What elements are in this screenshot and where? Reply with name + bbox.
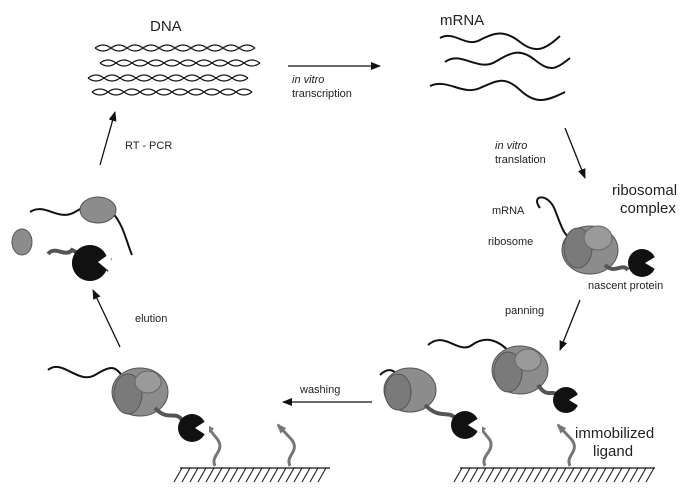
ribosome-subunit-large xyxy=(79,196,117,224)
translation-arrow xyxy=(564,127,586,179)
ligand-4 xyxy=(276,423,296,467)
dna-helix-1b xyxy=(94,44,256,52)
dna-helix-3b xyxy=(87,74,249,82)
label-dna: DNA xyxy=(150,18,182,35)
ligand-3 xyxy=(204,423,222,467)
ribosomal-complex-right xyxy=(536,196,660,277)
ligand-1 xyxy=(476,423,493,467)
label-ribosomal: ribosomal xyxy=(612,182,678,199)
elution-arrow xyxy=(92,289,121,348)
eluted-linker xyxy=(46,247,83,257)
label-washing: washing xyxy=(300,384,341,396)
ribosome-subunit-small xyxy=(11,228,33,256)
binding-group-left xyxy=(47,365,330,483)
complex-linker xyxy=(603,263,630,272)
label-complex: complex xyxy=(620,200,676,217)
binding-group-right xyxy=(379,338,655,483)
label-translation: translation xyxy=(495,154,546,166)
label-mrna-side: mRNA xyxy=(492,205,525,217)
label-transcription: transcription xyxy=(292,88,352,100)
label-in-vitro-1: in vitro xyxy=(292,74,325,86)
dna-strands xyxy=(87,44,261,96)
eluted-components xyxy=(11,196,133,281)
label-mrna-top: mRNA xyxy=(440,12,485,29)
ligand-2 xyxy=(556,423,576,467)
label-immobilized: immobilized xyxy=(575,425,655,442)
complex-protein xyxy=(628,249,656,277)
label-rt-pcr: RT - PCR xyxy=(125,140,173,152)
cycle-arrows xyxy=(92,62,586,406)
label-nascent-protein: nascent protein xyxy=(588,280,664,292)
rt-pcr-arrow xyxy=(99,111,117,166)
mrna-strands xyxy=(429,32,571,101)
label-elution: elution xyxy=(135,313,168,325)
dna-helix-4b xyxy=(91,88,253,96)
label-in-vitro-2: in vitro xyxy=(495,140,528,152)
dna-helix-2b xyxy=(99,59,261,67)
label-panning: panning xyxy=(505,305,545,317)
label-ribosome: ribosome xyxy=(488,236,534,248)
label-ligand: ligand xyxy=(593,443,634,460)
eluted-protein xyxy=(71,245,112,281)
panning-arrow xyxy=(559,299,581,351)
